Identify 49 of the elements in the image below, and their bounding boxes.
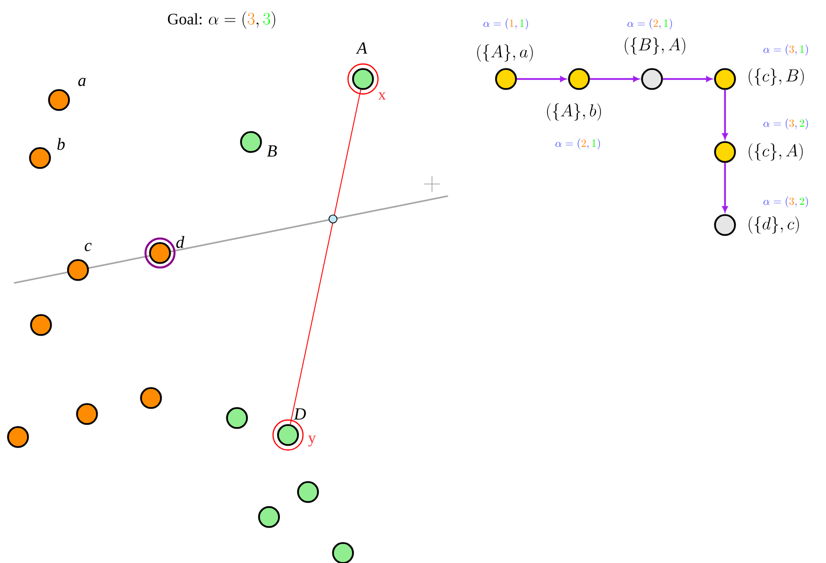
point-label: A [356,42,368,54]
point-label: D [294,408,306,420]
state-circle [714,214,736,236]
point-label: d [176,236,184,248]
point-label: B [266,145,277,157]
alpha-label: $\alpha = (\textcolor{orange}{2}, \textcolor{green}{1})$ [627,18,672,30]
point-marker [7,426,29,448]
state-circle [714,141,736,163]
arrow [722,162,728,212]
point-marker [48,89,70,111]
alpha-label: $\alpha = (\textcolor{orange}{1}, \textcolor{green}{1})$ [483,18,528,30]
state-label: $(\{d\}, c)$ [748,216,799,234]
title: $\text{Goal: }\alpha = (\textcolor{orange}{3}, \textcolor{green}{3})$ [168,11,276,29]
alpha-label: $\alpha = (\textcolor{orange}{3}, \textcolor{green}{2})$ [763,196,808,208]
point-marker [67,259,89,281]
point-marker [240,131,262,153]
state-circle [495,68,517,90]
state-label: $(\{B\}, A)$ [624,37,686,55]
point-marker [226,407,248,429]
state-label: $(\{A\}, a)$ [477,44,533,62]
point-marker [29,147,51,169]
connector-line [290,89,362,425]
alpha-label: $\alpha = (\textcolor{orange}{3}, \textcolor{green}{2})$ [763,118,808,130]
point-label: a [78,78,86,86]
point-marker [277,424,299,446]
state-circle [568,68,590,90]
arrow [722,90,728,140]
state-circle [714,68,736,90]
point-marker [76,403,98,425]
point-label: b [57,138,65,150]
point-marker [297,481,319,503]
point-marker [332,542,354,563]
arrow [516,76,566,82]
point-marker [140,387,162,409]
end-label: x [378,92,386,100]
point-marker [149,242,171,264]
state-circle [641,68,663,90]
state-label: $(\{c\}, B)$ [748,68,804,86]
point-marker [30,314,52,336]
end-label: y [308,436,316,446]
state-label: $(\{c\}, A)$ [748,143,803,161]
point-marker [352,68,374,90]
arrow [590,76,640,82]
alpha-label: $\alpha = (\textcolor{orange}{3}, \textcolor{green}{1})$ [763,44,808,56]
state-label: $(\{A\}, b)$ [547,103,601,121]
point-marker [258,506,280,528]
alpha-label: $\alpha = (\textcolor{orange}{2}, \textcolor{green}{1})$ [555,138,600,150]
point-label: c [84,242,92,252]
arrow [662,76,712,82]
